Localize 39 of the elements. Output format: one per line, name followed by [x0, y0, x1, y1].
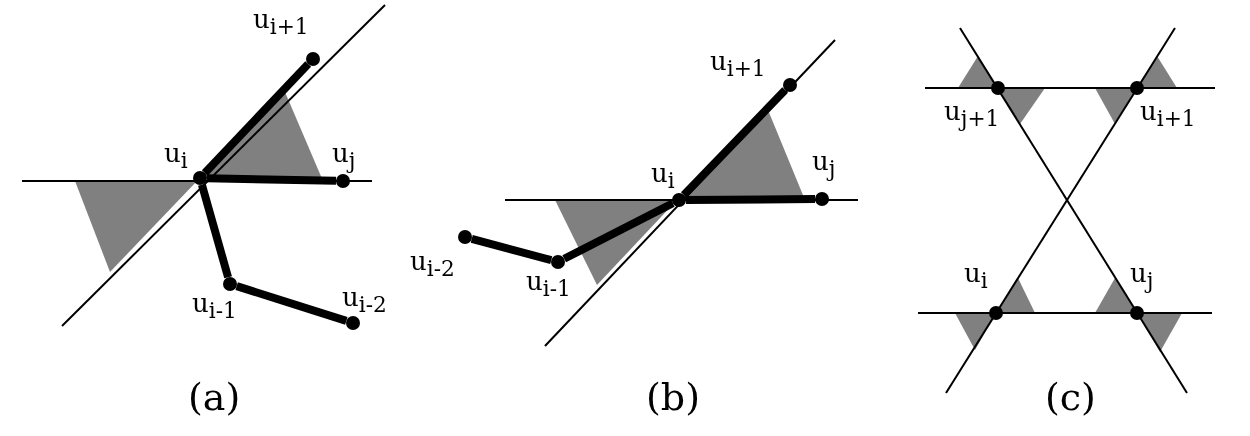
path-segment [206, 174, 337, 185]
panel-label: (a) [188, 375, 241, 419]
vertex-dot [346, 316, 360, 330]
vertex-dot [989, 306, 1003, 320]
vertex-label: u$_{j}$ [1130, 258, 1154, 296]
vertex-dot [672, 193, 686, 207]
vertex-label: u$_{i-1}$ [192, 288, 237, 326]
vertex-dot [306, 52, 320, 66]
path-segment [681, 87, 788, 198]
vertex-dot [1130, 81, 1144, 95]
vertex-dot [551, 255, 565, 269]
vertex-dot [193, 171, 207, 185]
vertex-label: u$_{j}$ [332, 138, 356, 176]
path-segment [235, 282, 348, 325]
vertex-dot [223, 277, 237, 291]
vertex-label: u$_{j+1}$ [944, 96, 1000, 134]
vertex-dot [336, 174, 350, 188]
vertex-dot [783, 78, 797, 92]
vertex-label: u$_{i}$ [964, 258, 988, 296]
vertex-dot [1130, 306, 1144, 320]
path-segment [562, 199, 675, 263]
vertex-label: u$_{i-2}$ [410, 246, 455, 284]
path-segment [470, 234, 553, 265]
panel-label: (b) [646, 375, 700, 419]
vertex-label: u$_{i}$ [164, 138, 188, 176]
vertex-label: u$_{i+1}$ [1140, 96, 1196, 134]
vertex-label: u$_{i-1}$ [526, 266, 571, 304]
vertex-dot [815, 192, 829, 206]
path-segment [685, 195, 816, 204]
vertex-label: u$_{i}$ [651, 158, 675, 196]
vertex-label: u$_{i+1}$ [710, 46, 766, 84]
path-segment [201, 61, 312, 176]
path-segment [198, 183, 232, 279]
vertex-label: u$_{i+1}$ [253, 4, 309, 42]
panel-label: (c) [1045, 375, 1096, 419]
vertex-label: u$_{j}$ [812, 146, 836, 184]
vertex-dot [991, 81, 1005, 95]
vertex-dot [458, 230, 472, 244]
vertex-label: u$_{i-2}$ [342, 282, 387, 320]
